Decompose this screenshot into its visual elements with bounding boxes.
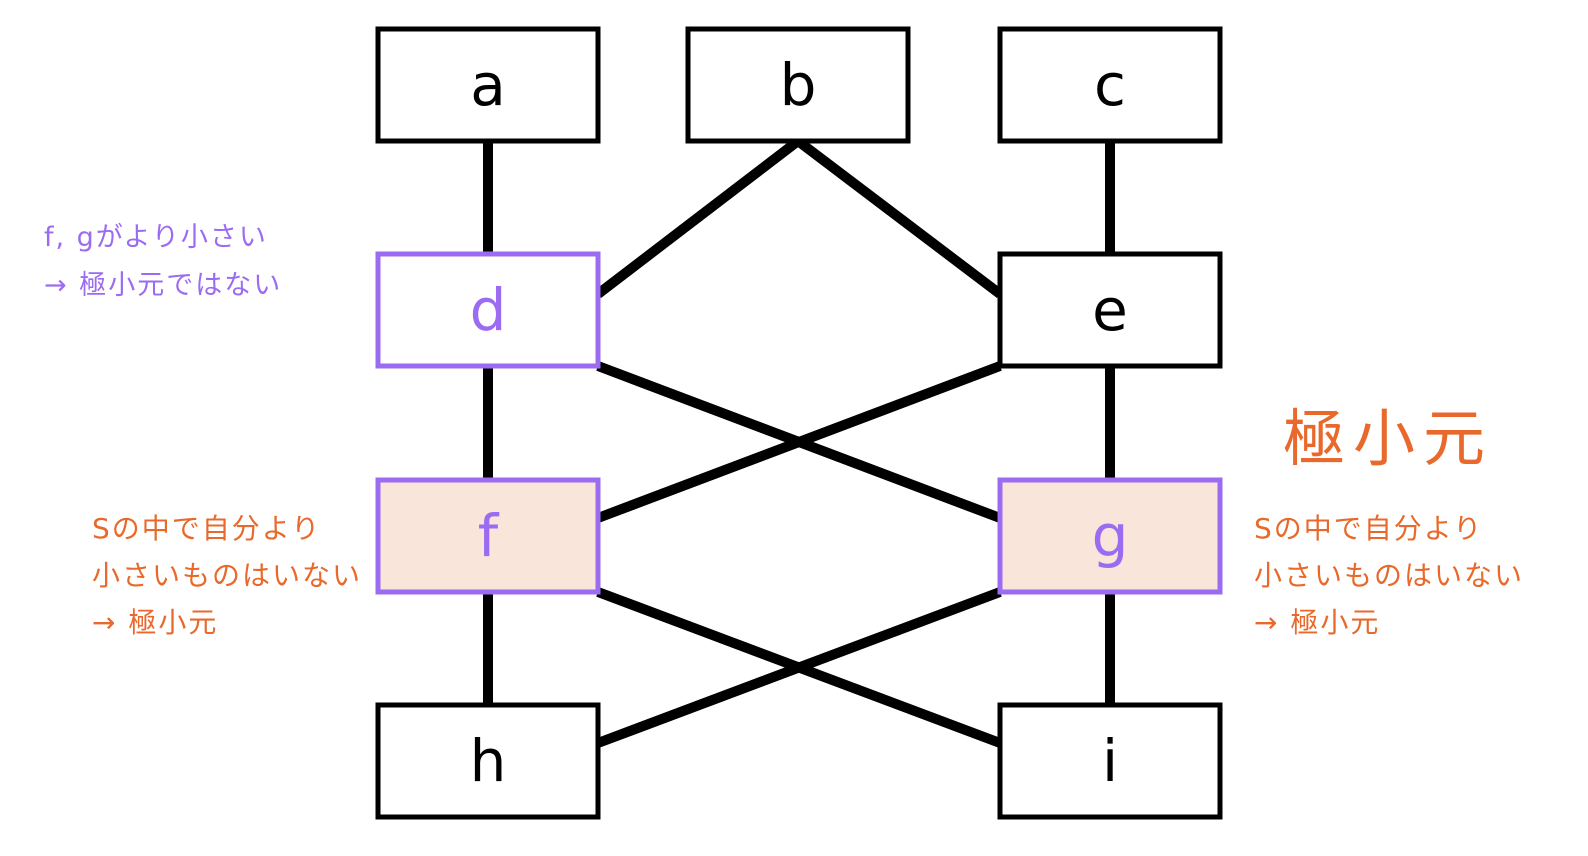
annotation-f-line1: Sの中で自分より — [92, 512, 322, 545]
nodes: a b c d e f g h i — [375, 26, 1223, 820]
edge-b-e — [794, 137, 1004, 298]
node-g-box — [997, 477, 1223, 595]
node-i-box — [997, 702, 1223, 820]
annotation-d-line1: f, gがより小さい — [44, 222, 268, 253]
edge-e-f — [596, 361, 1002, 523]
node-h-label: h — [470, 727, 507, 795]
node-i-label: i — [1102, 727, 1118, 795]
node-f-box — [375, 477, 601, 595]
annotation-g-line2: 小さいものはいない — [1254, 559, 1525, 592]
edge-g-h — [596, 587, 1002, 748]
node-e-box — [997, 251, 1223, 369]
node-b-box — [685, 26, 911, 144]
annotation-f-line2: 小さいものはいない — [92, 559, 363, 592]
node-c: c — [997, 26, 1223, 144]
annotation-f-line3: → 極小元 — [92, 606, 219, 639]
annotation-d-line2: → 極小元ではない — [44, 270, 283, 301]
node-i: i — [997, 702, 1223, 820]
node-g: g — [997, 477, 1223, 595]
node-f-label: f — [478, 502, 500, 570]
edges — [483, 137, 1115, 748]
node-c-box — [997, 26, 1223, 144]
node-a-label: a — [470, 51, 506, 119]
node-b-label: b — [780, 51, 817, 119]
minimal-element-heading: 極小元 — [1283, 402, 1494, 475]
node-f: f — [375, 477, 601, 595]
node-a-box — [375, 26, 601, 144]
annotation-g-line1: Sの中で自分より — [1254, 512, 1484, 545]
edge-b-d — [594, 137, 802, 298]
node-e: e — [997, 251, 1223, 369]
annotation-g-line3: → 極小元 — [1254, 606, 1381, 639]
node-e-label: e — [1092, 276, 1128, 344]
node-h: h — [375, 702, 601, 820]
node-d: d — [375, 251, 601, 369]
node-c-label: c — [1094, 51, 1126, 119]
node-d-label: d — [470, 276, 507, 344]
node-d-box — [375, 251, 601, 369]
node-a: a — [375, 26, 601, 144]
annotation-f: Sの中で自分より 小さいものはいない → 極小元 — [92, 505, 362, 646]
node-b: b — [685, 26, 911, 144]
node-g-label: g — [1092, 502, 1129, 570]
annotation-g: Sの中で自分より 小さいものはいない → 極小元 — [1254, 505, 1524, 646]
node-h-box — [375, 702, 601, 820]
annotation-d: f, gがより小さい → 極小元ではない — [44, 214, 282, 310]
